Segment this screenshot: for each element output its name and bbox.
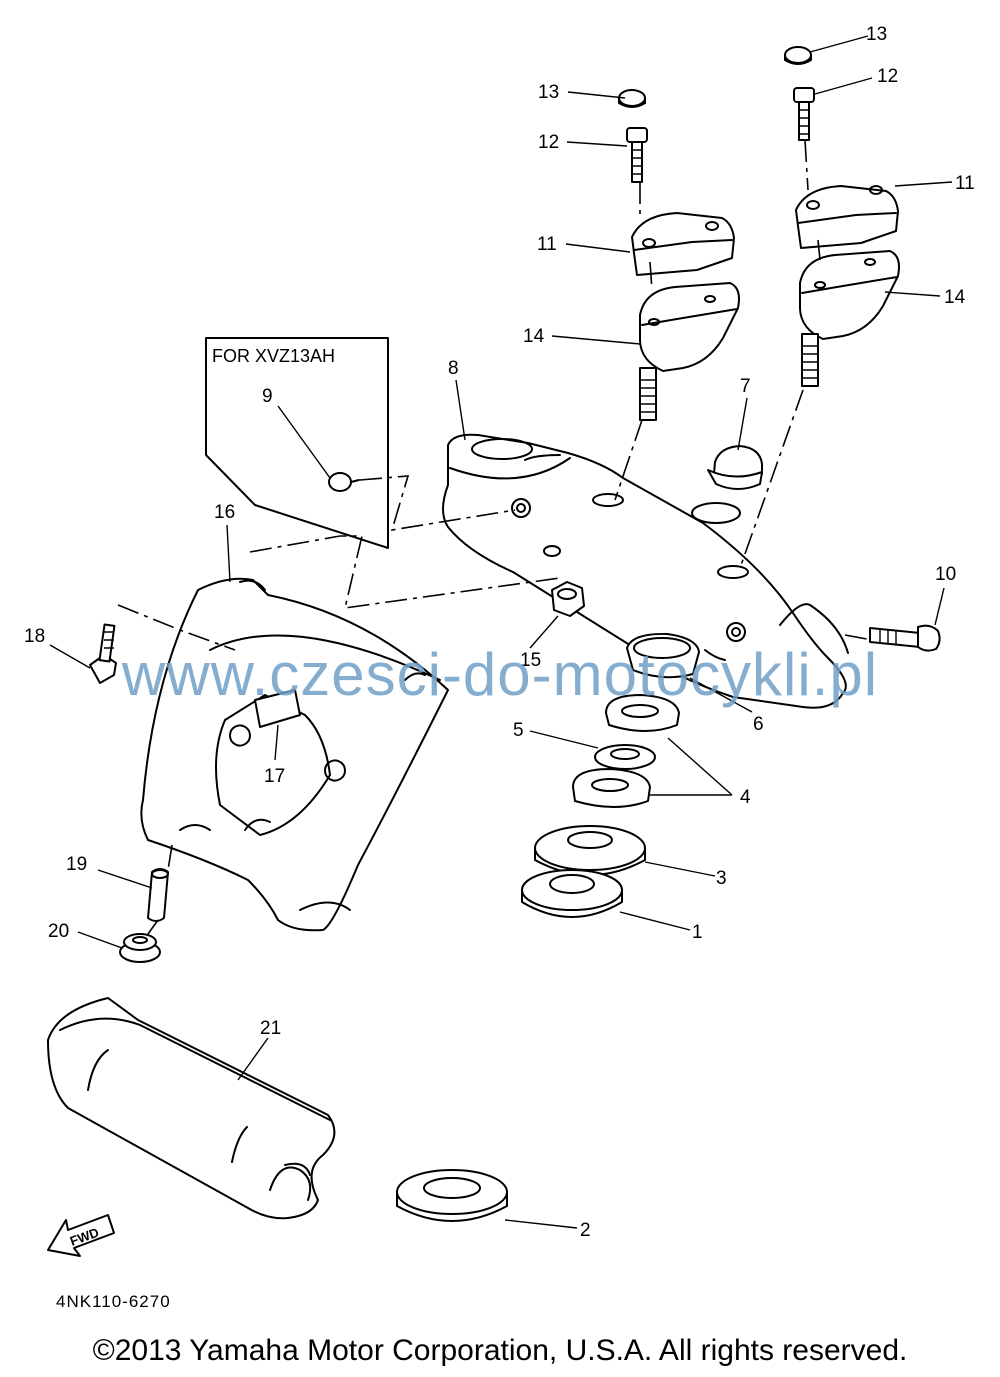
callout-19: 19	[66, 854, 87, 875]
part-13-cap-left	[618, 89, 646, 108]
part-code: 4NK110-6270	[56, 1292, 171, 1311]
callout-10: 10	[935, 564, 956, 585]
callout-21: 21	[260, 1018, 281, 1039]
part-19-collar	[147, 868, 169, 922]
callout-11b: 11	[955, 173, 975, 194]
callout-9: 9	[262, 386, 273, 407]
callout-12a: 12	[538, 132, 559, 153]
part-7-cap-nut	[707, 445, 763, 490]
part-11-holder-left	[631, 212, 735, 276]
leader-lines	[49, 35, 953, 1229]
callouts: 13 13 12 12 11 11 14 14 8 7 9 16 10 18 1…	[24, 24, 975, 1241]
part-15-nut	[551, 581, 585, 617]
copyright-notice: ©2013 Yamaha Motor Corporation, U.S.A. A…	[92, 1334, 908, 1367]
callout-12b: 12	[877, 66, 898, 87]
part-3-dust-seal	[534, 825, 646, 876]
callout-6: 6	[753, 714, 764, 735]
callout-16: 16	[214, 502, 235, 523]
part-12-bolt-left	[626, 127, 648, 183]
part-1-bearing	[521, 869, 623, 918]
part-11-holder-right	[795, 185, 899, 249]
callout-8: 8	[448, 358, 459, 379]
part-16-cover	[140, 577, 449, 932]
part-18-screw	[89, 623, 117, 684]
fwd-arrow-icon: FWD	[47, 1214, 115, 1257]
callout-14a: 14	[523, 326, 545, 347]
watermark: www.czesci-do-motocykli.pl	[121, 641, 879, 708]
part-9-screw	[328, 472, 360, 492]
part-12-bolt-right	[793, 87, 815, 141]
variant-note: FOR XVZ13AH	[212, 346, 335, 366]
callout-2: 2	[580, 1220, 591, 1241]
callout-7: 7	[740, 376, 751, 397]
part-8-upper-bracket	[442, 433, 849, 709]
part-4-ring-nut-lower	[572, 768, 651, 808]
part-14-holder-right	[799, 250, 900, 387]
callout-4: 4	[740, 787, 751, 808]
part-20-grommet	[119, 933, 161, 963]
callout-3: 3	[716, 868, 727, 889]
callout-5: 5	[513, 720, 524, 741]
part-13-cap-right	[784, 46, 812, 65]
callout-17: 17	[264, 766, 285, 787]
callout-14b: 14	[944, 287, 966, 308]
callout-13b: 13	[866, 24, 887, 45]
variant-note-box: FOR XVZ13AH	[205, 337, 389, 549]
part-21-guard	[47, 997, 336, 1220]
part-10-pinch-bolt	[869, 624, 941, 652]
callout-13a: 13	[538, 82, 559, 103]
assembly-lines	[117, 139, 873, 935]
part-4-ring-nut-upper	[605, 694, 680, 732]
callout-11a: 11	[537, 234, 557, 255]
part-5-lock-washer	[594, 744, 656, 770]
part-14-holder-left	[639, 282, 740, 421]
callout-1: 1	[692, 922, 703, 943]
callout-18: 18	[24, 626, 45, 647]
callout-20: 20	[48, 921, 69, 942]
part-6-washer	[626, 632, 700, 679]
callout-15: 15	[520, 650, 541, 671]
part-2-bearing	[396, 1169, 508, 1222]
